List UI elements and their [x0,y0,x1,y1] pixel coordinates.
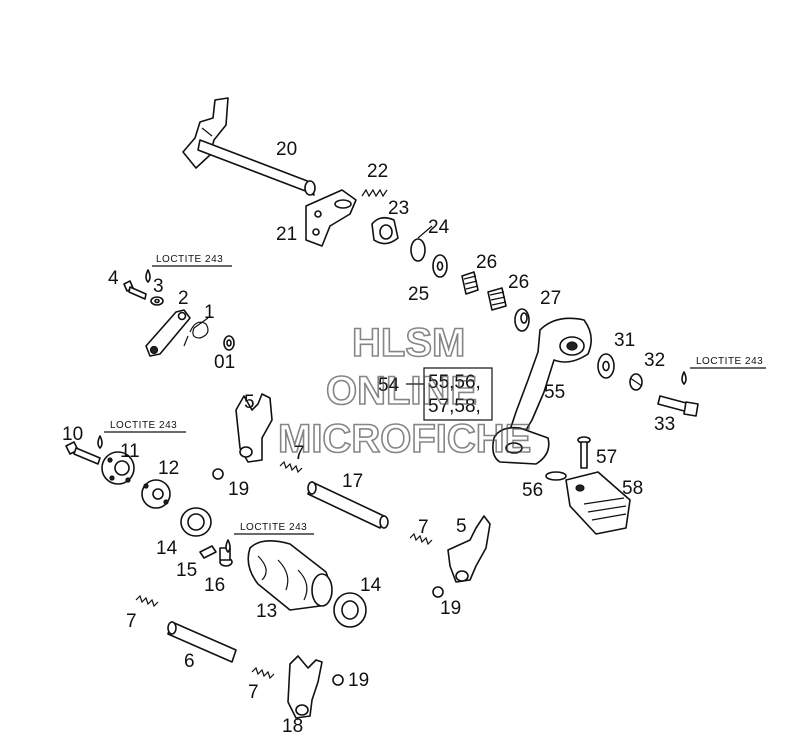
part-number-24: 24 [428,217,450,238]
part-number-11: 11 [120,441,140,462]
part-22-spring [361,188,388,198]
part-number-5-b: 5 [456,516,467,537]
part-number-6: 6 [184,651,195,672]
part-number-32: 32 [644,350,665,371]
part-number-19-a: 19 [228,479,249,500]
part-2-shift-lever [145,309,191,357]
loctite-label-d: LOCTITE 243 [696,356,763,367]
part-number-56: 56 [522,480,543,501]
reference-box [423,367,493,421]
loctite-label-c: LOCTITE 243 [240,522,307,533]
part-number-27: 27 [540,288,561,309]
part-19-roller-b [432,586,444,598]
part-number-7-a: 7 [294,443,305,464]
part-32-spring-washer [629,373,643,391]
part-58-foot-peg [565,471,631,535]
part-21-shift-plate [305,189,357,247]
part-20-shift-shaft [182,97,316,196]
part-7-spring-a [279,460,303,474]
loctite-drop-icon [97,435,103,449]
part-23-clip [371,216,399,245]
part-7-spring-b [409,532,433,546]
loctite-drop-icon [145,269,151,283]
loctite-drop-icon [681,371,687,385]
part-1-torsion-spring [183,317,209,347]
part-27-bushing [514,308,530,332]
part-number-2: 2 [178,288,189,309]
loctite-label-b: LOCTITE 243 [110,420,177,431]
part-7-spring-d [251,666,275,680]
part-number-1: 1 [204,302,215,323]
part-26-needle-bearing-a [461,271,479,295]
part-number-16: 16 [204,575,225,596]
part-16-screw [219,547,233,567]
part-number-26-a: 26 [476,252,497,273]
part-25-washer [432,254,448,278]
part-number-15: 15 [176,560,197,581]
part-14-bearing-b [333,592,367,628]
loctite-drop-icon [225,539,231,553]
part-number-54: 54 [378,375,400,396]
watermark-line-2: ONLINE [326,369,477,413]
part-31-washer [597,353,615,379]
part-13-shift-drum [247,540,333,611]
part-number-19-c: 19 [348,670,369,691]
part-number-7-b: 7 [418,517,429,538]
part-number-23: 23 [388,198,409,219]
part-number-7-c: 7 [126,611,137,632]
part-56-circlip [545,471,567,481]
part-7-spring-c [135,594,159,608]
reference-box-line-2: 57,58, [428,396,481,417]
part-number-31: 31 [614,330,635,351]
part-10-screw [65,441,101,465]
part-number-21: 21 [276,224,297,245]
part-55-shift-lever [492,317,592,465]
part-number-26-b: 26 [508,272,529,293]
part-12-star-cam [141,479,171,509]
part-number-3: 3 [153,276,164,297]
part-01-bushing [223,335,235,351]
part-57-pin [577,436,591,469]
part-number-57: 57 [596,447,617,468]
part-number-55: 55 [544,382,565,403]
part-number-7-d: 7 [248,682,259,703]
watermark-line-1: HLSM [352,321,465,365]
part-number-33: 33 [654,414,675,435]
part-number-25: 25 [408,284,429,305]
part-number-22: 22 [367,161,388,182]
part-24-circlip [410,225,433,262]
part-3-washer [150,296,164,306]
part-18-shift-fork [287,655,323,719]
part-number-4: 4 [108,268,119,289]
part-19-roller-a [212,468,224,480]
part-number-20: 20 [276,139,297,160]
part-11-shift-drum-cam [101,451,135,485]
part-number-17: 17 [342,471,363,492]
reference-box-line-1: 55,56, [428,372,481,393]
part-14-bearing-a [180,507,212,537]
part-5-shift-fork-a [235,393,273,463]
part-26-needle-bearing-b [487,287,507,311]
part-number-14-b: 14 [360,575,382,596]
part-number-01: 01 [214,352,235,373]
part-17-fork-shaft [307,481,389,529]
part-33-screw [657,395,699,417]
part-number-18: 18 [282,716,303,737]
watermark-line-3: MICROFICHE [278,417,531,461]
part-number-12: 12 [158,458,179,479]
part-15-lock-plate [199,545,217,559]
part-4-screw [123,280,147,300]
part-number-10: 10 [62,424,83,445]
part-19-roller-c [332,674,344,686]
part-number-14-a: 14 [156,538,178,559]
part-number-13: 13 [256,601,277,622]
part-number-19-b: 19 [440,598,461,619]
loctite-label-a: LOCTITE 243 [156,254,223,265]
part-5-shift-fork-b [447,515,491,583]
part-number-58: 58 [622,478,643,499]
part-number-5-a: 5 [244,392,255,413]
part-6-fork-shaft [167,621,237,663]
